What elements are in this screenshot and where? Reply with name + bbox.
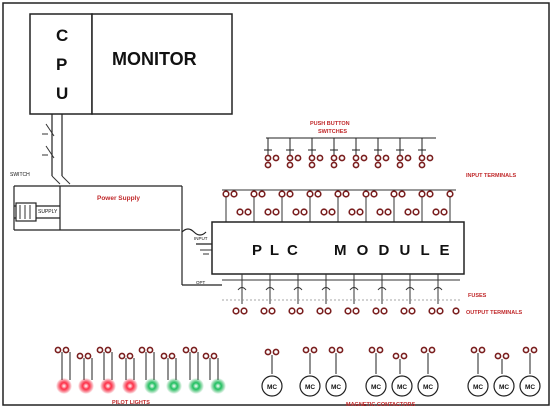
pilot-lights [56,378,226,394]
switch-label: SWITCH [10,172,30,178]
cpu-wiring [42,114,63,176]
contactor-2: MC [299,375,321,397]
input-terminals [222,189,456,222]
contactor-5-label: MC [397,384,407,391]
contactor-terminals [264,346,538,360]
input-small-label: INPUT [194,236,208,241]
contactor-wiring [271,353,531,374]
pilot-light-red-2 [78,378,94,394]
pilot-light-red-4 [122,378,138,394]
push-button-label-2: SWITCHES [318,129,347,135]
contactor-6: MC [417,375,439,397]
fuses [222,274,462,304]
monitor-block [91,13,233,115]
contactor-1-label: MC [267,384,277,391]
pilot-light-green-4 [210,378,226,394]
power-supply-label: Power Supply [97,195,140,202]
contactor-8: MC [493,375,515,397]
contactor-4: MC [365,375,387,397]
contactor-7: MC [467,375,489,397]
contactor-9-label: MC [525,384,535,391]
magnetic-contactors: MC MC MC MC MC MC MC MC MC [261,375,541,397]
pilot-light-wiring [61,352,219,380]
module-label: M O D U L E [334,242,453,259]
pilot-light-red-3 [100,378,116,394]
pilot-light-green-3 [188,378,204,394]
pilot-light-green-1 [144,378,160,394]
cpu-letter-u: U [56,84,68,103]
contactor-9: MC [519,375,541,397]
push-button-label-1: PUSH BUTTON [310,121,350,127]
push-button-terminals [264,154,434,169]
contactor-3: MC [325,375,347,397]
contactor-6-label: MC [423,384,433,391]
contactor-8-label: MC [499,384,509,391]
supply-label: SUPPLY [38,209,58,215]
contactor-2-label: MC [305,384,315,391]
contactor-4-label: MC [371,384,381,391]
fuses-label: FUSES [468,293,487,299]
pilot-lights-label: PILOT LIGHTS [112,400,150,406]
contactor-1: MC [261,375,283,397]
pilot-light-green-2 [166,378,182,394]
output-small-label: OPT [196,280,206,285]
output-terminals [232,307,460,315]
output-terminals-label: OUTPUT TERMINALS [466,310,523,316]
pilot-light-terminals [54,346,218,360]
cpu-letter-p: P [56,55,67,74]
pilot-light-red-1 [56,378,72,394]
contactor-5: MC [391,375,413,397]
contactor-3-label: MC [331,384,341,391]
magnetic-contactors-label: MAGNETIC CONTACTORS [346,402,415,408]
input-terminals-label: INPUT TERMINALS [466,173,516,179]
cpu-block [29,13,93,115]
plc-module-block [211,221,465,275]
switch-supply-wiring [13,175,182,231]
power-supply-wiring [181,186,222,286]
plc-label: P L C [252,242,300,259]
contactor-7-label: MC [473,384,483,391]
monitor-label: MONITOR [112,49,197,69]
cpu-letter-c: C [56,26,68,45]
